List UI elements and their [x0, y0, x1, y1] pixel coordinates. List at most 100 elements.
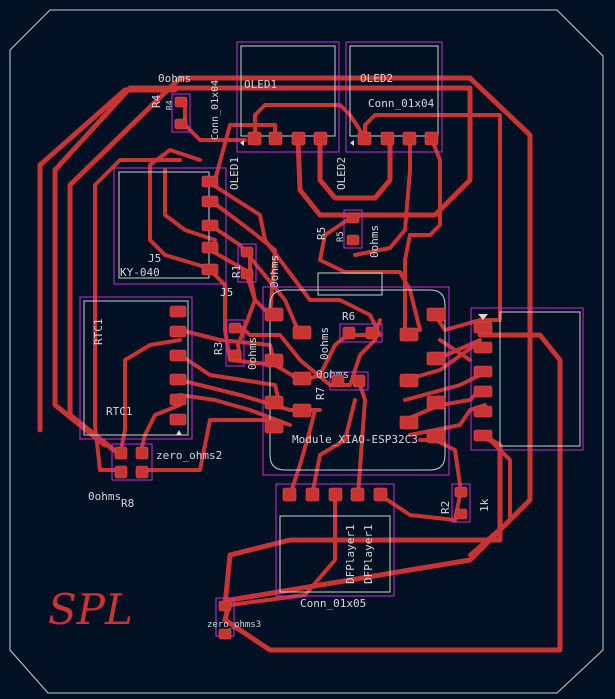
xiao-pin-2[interactable] [292, 325, 312, 340]
r3-pad-1[interactable] [228, 322, 242, 334]
j5-pin-2[interactable] [201, 195, 219, 208]
zero-ohms2-label: zero_ohms2 [156, 449, 222, 462]
dfplayer1-pin-1[interactable] [282, 487, 297, 502]
r2-ref-label: R2 [439, 501, 452, 514]
zero-ohms3-footprint[interactable]: zero_ohms3 [207, 597, 261, 640]
dfplayer1-footprint[interactable]: DFPlayer1 DFPlayer1 Conn_01x05 [275, 483, 395, 610]
j5-pin-5[interactable] [201, 263, 219, 276]
oled1-pin-4[interactable] [313, 131, 328, 146]
xiao-pin-12[interactable] [426, 395, 446, 410]
r3-pad-2[interactable] [228, 349, 242, 361]
xiao-esp32c3-footprint[interactable]: Module_XIAO-ESP32C3 Module_XIAO-ESP32C3 [262, 272, 450, 476]
r2-footprint[interactable]: R2 1k [439, 483, 491, 523]
rtc1-pin-2[interactable] [169, 325, 187, 338]
r4-pad-2[interactable] [174, 118, 188, 130]
xiao-pin-9[interactable] [399, 327, 419, 342]
dfplayer1-pin-3[interactable] [328, 487, 343, 502]
r5-pad-2[interactable] [346, 234, 360, 246]
dfplayer1-pin-4[interactable] [350, 487, 365, 502]
rtc1-pin-4[interactable] [169, 373, 187, 386]
rtc1-ref-label: RTC1 [92, 319, 105, 346]
dfplayer1-pin-5[interactable] [373, 487, 388, 502]
xiao-pin-10[interactable] [426, 351, 446, 366]
r7-pad-1[interactable] [331, 374, 345, 388]
r8-value-label: 0ohms [88, 490, 121, 503]
xiao-pin-11[interactable] [399, 373, 419, 388]
r3-value-label: 0ohms [246, 337, 259, 370]
r4-footprint[interactable]: 0ohms R4 R4 [150, 72, 191, 133]
r6-pad-1[interactable] [342, 326, 356, 340]
spl-logo: SPL [48, 585, 133, 634]
r1-value-label: 0ohms [268, 255, 281, 288]
rtc1-fab-label: RTC1 [106, 405, 133, 418]
right-conn-pin-3[interactable] [473, 365, 493, 378]
zero-ohms3-pad-1[interactable] [218, 600, 232, 612]
r8-pad-4[interactable] [135, 465, 149, 479]
right-conn-pin-1[interactable] [473, 321, 493, 334]
xiao-pin-5[interactable] [264, 395, 284, 410]
oled2-footprint[interactable]: OLED2 Conn_01x04 OLED2 [335, 41, 443, 190]
oled1-pin-1[interactable] [247, 131, 262, 146]
xiao-pin-7[interactable] [264, 419, 284, 434]
r2-value-label: 1k [478, 498, 491, 512]
oled1-ref-label: OLED1 [244, 78, 277, 91]
oled1-footprint[interactable]: OLED1 Conn_01x04 OLED1 [210, 41, 340, 190]
r4-pad-1[interactable] [174, 96, 188, 108]
board-edge-outline [9, 9, 604, 694]
xiao-pin-6[interactable] [292, 403, 312, 418]
j5-pin-4[interactable] [201, 241, 219, 254]
r8-footprint[interactable]: zero_ohms2 0ohms R8 [88, 443, 222, 510]
r5-footprint[interactable]: R5 R5 0ohms [315, 209, 381, 258]
rtc1-pin-5[interactable] [169, 393, 187, 406]
j5-value-label: KY-040 [120, 266, 160, 279]
r8-pad-3[interactable] [114, 465, 128, 479]
dfplayer1-value-label: Conn_01x05 [300, 597, 366, 610]
r2-pad-2[interactable] [454, 508, 468, 520]
r1-pad-1[interactable] [240, 246, 254, 258]
dfplayer1-ref-label: DFPlayer1 [344, 524, 357, 584]
xiao-pin-3[interactable] [264, 353, 284, 368]
right-conn-pin-5[interactable] [473, 405, 493, 418]
xiao-pin-14[interactable] [426, 429, 446, 444]
r7-pad-2[interactable] [352, 374, 366, 388]
r8-pad-1[interactable] [114, 446, 128, 460]
right-conn-pin-2[interactable] [473, 341, 493, 354]
oled2-pin-2[interactable] [380, 131, 395, 146]
r6-footprint[interactable]: R6 0ohms [318, 310, 383, 360]
right-connector-footprint[interactable] [470, 307, 584, 451]
xiao-pin-13[interactable] [399, 415, 419, 430]
r7-footprint[interactable]: 0ohms R7 [314, 368, 369, 400]
xiao-value-label: Module_XIAO-ESP32C3 [292, 433, 418, 446]
oled2-pin-4[interactable] [424, 131, 439, 146]
dfplayer1-pin-2[interactable] [305, 487, 320, 502]
xiao-pin-4[interactable] [292, 371, 312, 386]
r4-value-label: 0ohms [158, 72, 191, 85]
right-conn-pin-6[interactable] [473, 429, 493, 442]
oled1-pin-2[interactable] [268, 131, 283, 146]
rtc1-pin-3[interactable] [169, 349, 187, 362]
zero-ohms3-pad-2[interactable] [218, 628, 232, 640]
rtc1-pin-6[interactable] [169, 413, 187, 426]
j5-encoder-footprint[interactable]: J5 KY-040 J5 [113, 167, 233, 299]
r1-footprint[interactable]: R1 0ohms [230, 243, 281, 288]
copper-traces [37, 75, 563, 653]
r6-pad-2[interactable] [365, 326, 379, 340]
right-conn-pin-4[interactable] [473, 385, 493, 398]
xiao-pin-8[interactable] [426, 307, 446, 322]
rtc1-footprint[interactable]: RTC1 RTC1 [79, 296, 193, 440]
oled2-pin-3[interactable] [402, 131, 417, 146]
r3-footprint[interactable]: R3 0ohms [212, 319, 259, 370]
j5-pin-3[interactable] [201, 219, 219, 232]
oled1-pin-3[interactable] [291, 131, 306, 146]
xiao-pin-1[interactable] [264, 307, 284, 322]
r6-value-label: 0ohms [318, 327, 331, 360]
j5-pin-1[interactable] [201, 175, 219, 188]
r2-pad-1[interactable] [454, 486, 468, 498]
rtc1-pin-1[interactable] [169, 305, 187, 318]
r1-pad-2[interactable] [240, 268, 254, 280]
r4-fab-label: R4 [165, 100, 174, 110]
r5-pad-1[interactable] [346, 212, 360, 224]
oled2-pin-1[interactable] [357, 131, 372, 146]
r8-pad-2[interactable] [135, 446, 149, 460]
